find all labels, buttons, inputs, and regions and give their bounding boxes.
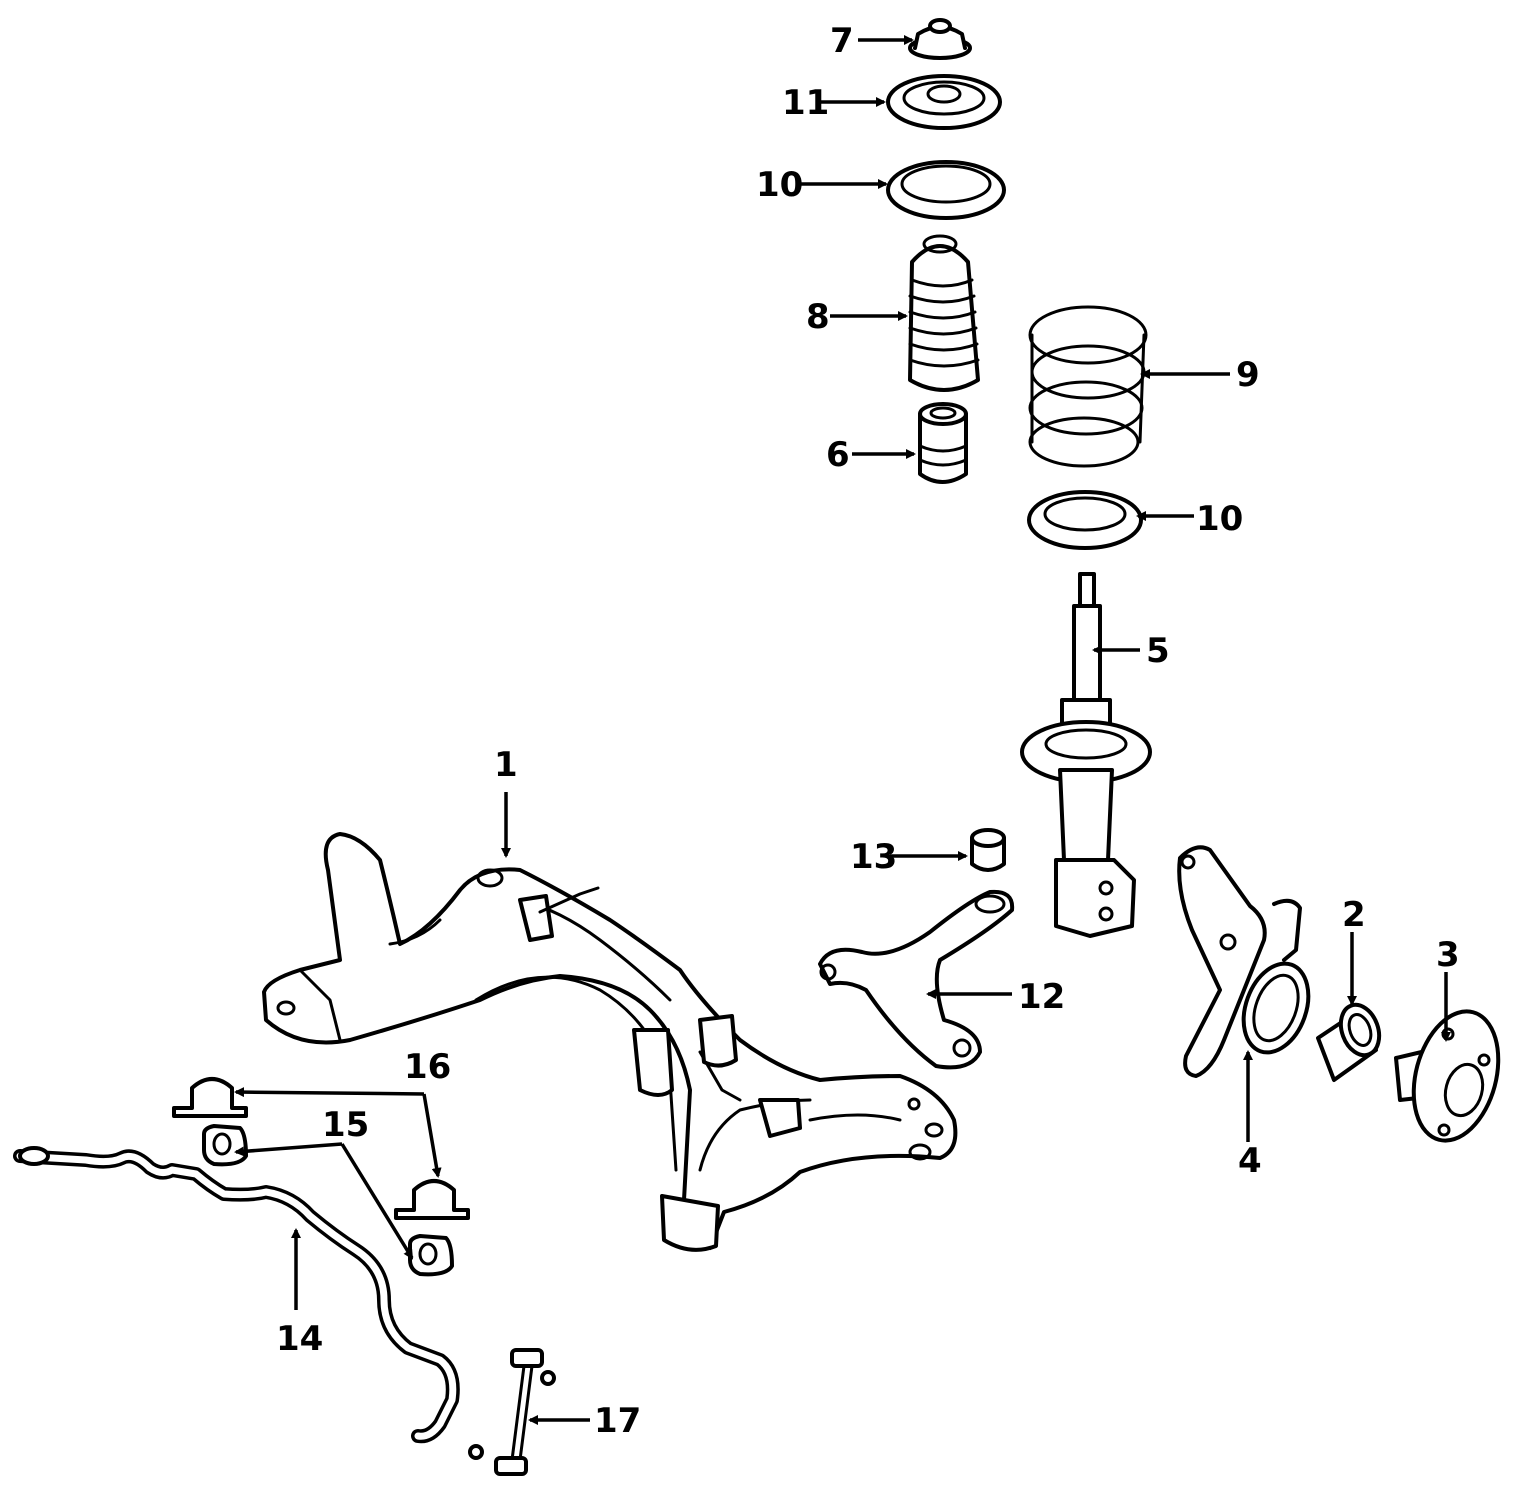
control-arm-bushing-part xyxy=(970,828,1006,872)
callout-5: 5 xyxy=(1146,631,1170,671)
stabilizer-link-part xyxy=(468,1348,556,1476)
callout-17: 17 xyxy=(594,1401,641,1441)
callout-labels: 1 2 3 4 5 6 7 8 9 10 10 11 12 13 14 15 1… xyxy=(276,21,1460,1441)
callout-15: 15 xyxy=(322,1105,369,1145)
callout-8: 8 xyxy=(806,297,830,337)
stabilizer-bracket-part xyxy=(172,1077,470,1220)
callout-16: 16 xyxy=(404,1047,451,1087)
callout-3: 3 xyxy=(1436,935,1460,975)
upper-spring-seat-part xyxy=(886,160,1006,220)
callout-6: 6 xyxy=(826,435,850,475)
callout-13: 13 xyxy=(850,837,897,877)
callout-9: 9 xyxy=(1236,355,1260,395)
stabilizer-bushing-part xyxy=(202,1124,454,1277)
callout-10-lower: 10 xyxy=(1196,499,1243,539)
callout-12: 12 xyxy=(1018,977,1065,1017)
callout-7: 7 xyxy=(830,21,854,61)
callout-4: 4 xyxy=(1238,1141,1262,1181)
callout-14: 14 xyxy=(276,1319,323,1359)
strut-assembly-part xyxy=(1020,572,1152,938)
steering-knuckle-part xyxy=(1177,845,1311,1078)
front-crossmember-part xyxy=(262,832,958,1252)
stabilizer-bar-part xyxy=(13,1146,460,1444)
callout-10-upper: 10 xyxy=(756,165,803,205)
callout-11: 11 xyxy=(782,83,829,123)
lower-spring-seat-part xyxy=(1027,490,1143,550)
wheel-hub-part xyxy=(1394,1009,1501,1143)
callout-1: 1 xyxy=(494,745,518,785)
bump-stop-part xyxy=(918,402,968,484)
leader-lines xyxy=(234,35,1451,1425)
dust-boot-part xyxy=(908,234,980,392)
callout-2: 2 xyxy=(1342,895,1366,935)
wheel-bearing-part xyxy=(1316,1002,1382,1082)
strut-mount-part xyxy=(886,74,1002,130)
lower-control-arm-part xyxy=(818,889,1015,1070)
coil-spring-part xyxy=(1028,305,1148,468)
upper-mount-cap-part xyxy=(908,18,972,60)
